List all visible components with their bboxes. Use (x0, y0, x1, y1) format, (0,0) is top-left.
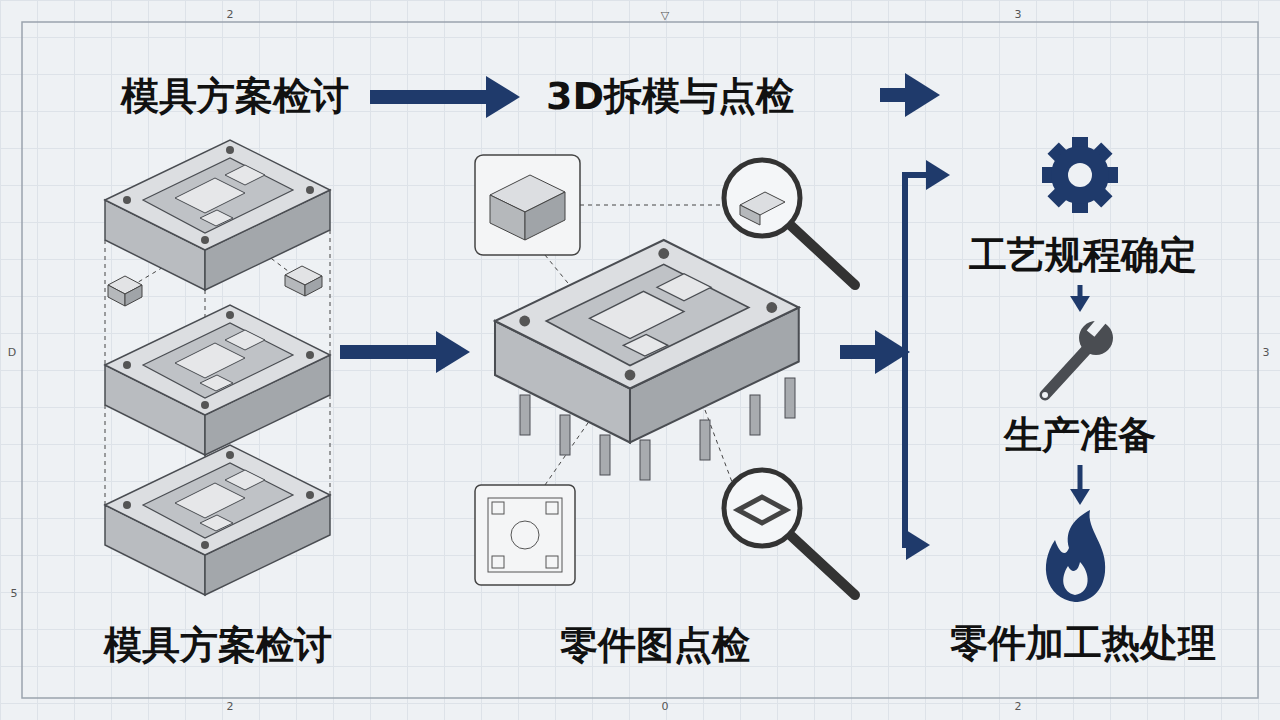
connector-line (840, 175, 931, 352)
arrow-head (436, 331, 470, 373)
step-label: 工艺规程确定 (969, 235, 1197, 277)
arrow-head (1070, 296, 1090, 312)
process-node: 3D拆模与点检 (520, 68, 820, 126)
frame-mark: 3 (1015, 8, 1022, 21)
part-thumbnail (475, 155, 580, 255)
arrow-head (926, 160, 950, 190)
process-node: 工艺规程确定 (950, 128, 1215, 285)
step-label: 零件图点检 (560, 625, 750, 667)
flow-connector (340, 331, 470, 373)
part-drawing-thumbnail (475, 485, 575, 585)
mold-plate (105, 445, 330, 595)
connector-line (1078, 465, 1083, 492)
frame-mark: 5 (11, 587, 18, 600)
process-node: 零件图点检 (470, 150, 840, 675)
flow-connector (840, 160, 950, 352)
process-node: 模具方案检讨 (100, 68, 370, 126)
step-label: 3D拆模与点检 (546, 76, 794, 118)
mold-plate (495, 240, 799, 443)
connector-line (1078, 285, 1083, 299)
frame-mark: 0 (662, 700, 669, 713)
frame-mark: 3 (1263, 346, 1270, 359)
wrench-icon (1042, 315, 1113, 398)
flow-arrow (840, 73, 940, 374)
frame-mark: 2 (227, 8, 234, 21)
flow-connector (840, 352, 930, 560)
step-label: 模具方案检讨 (121, 76, 349, 118)
assembled-mold (475, 155, 855, 595)
insert-part (108, 266, 322, 306)
frame-mark: D (8, 346, 16, 359)
step-label: 生产准备 (1004, 415, 1156, 457)
mold-plate (105, 140, 330, 290)
step-label: 零件加工热处理 (950, 623, 1216, 665)
mold-plate (105, 305, 330, 455)
magnifier (724, 470, 855, 595)
exploded-mold (105, 140, 330, 595)
process-node: 模具方案检讨 (95, 135, 340, 675)
connector-line (370, 90, 493, 104)
connector-line (340, 345, 443, 359)
magnifier (724, 160, 855, 285)
drawing-frame (22, 22, 1258, 698)
step-label: 模具方案检讨 (104, 625, 332, 667)
gear-icon (1042, 137, 1118, 213)
process-node: 零件加工热处理 (930, 505, 1235, 673)
process-node: 生产准备 (985, 312, 1175, 465)
arrow-head (486, 76, 520, 118)
arrow-head (1070, 489, 1090, 505)
flow-connector (1070, 285, 1090, 312)
flame-icon (1046, 510, 1105, 602)
connector-line (840, 352, 911, 545)
flow-connector (370, 76, 520, 118)
frame-mark: 2 (1015, 700, 1022, 713)
flow-connector (1070, 465, 1090, 505)
frame-mark: 2 (227, 700, 234, 713)
arrow-head (906, 530, 930, 560)
frame-mark: ▽ (661, 9, 669, 22)
